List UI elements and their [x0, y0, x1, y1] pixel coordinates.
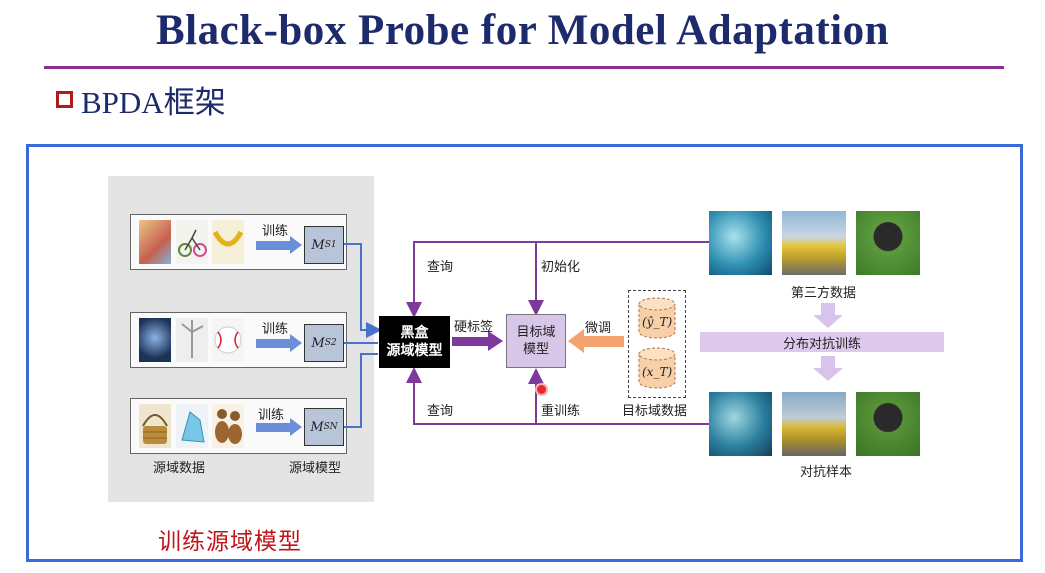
source-model-label: 源域模型	[289, 461, 342, 476]
baseball-icon	[214, 326, 242, 354]
model-symbol: M	[310, 419, 324, 435]
page-title: Black-box Probe for Model Adaptation	[155, 7, 890, 54]
query-top-label: 查询	[427, 260, 454, 275]
model-subscript: SN	[323, 422, 338, 432]
train-source-caption: 训练源域模型	[158, 529, 302, 555]
brain-image	[139, 318, 171, 362]
blackbox-line-1: 黑盒	[400, 325, 429, 341]
bulldog-image	[856, 211, 920, 275]
model-subscript: S1	[324, 240, 337, 250]
adversarial-shark-image	[709, 392, 772, 456]
train-label-1: 训练	[262, 224, 289, 239]
target-model-line-2: 模型	[522, 342, 549, 357]
hard-label-text: 硬标签	[454, 320, 494, 335]
down-arrows	[813, 303, 843, 381]
model-subscript: S2	[324, 338, 337, 348]
basket-icon	[142, 414, 168, 444]
model-symbol: M	[311, 237, 325, 253]
hammock-icon	[212, 230, 244, 247]
sketch-image	[176, 220, 208, 264]
clipart-image	[212, 220, 244, 264]
bicycle-sketch-icon	[178, 229, 207, 257]
taxi-image	[782, 211, 846, 275]
adversarial-training-bar: 分布对抗训练	[700, 332, 944, 352]
query-bottom-label: 查询	[427, 404, 454, 419]
target-domain-model: 目标域 模型	[506, 314, 566, 368]
abstract-object-icon	[181, 411, 205, 443]
title-divider	[44, 66, 1004, 69]
label-cylinder-text: (ŷ_T)	[642, 315, 673, 329]
model-to-blackbox-lines	[344, 243, 382, 428]
square-bullet-icon	[56, 90, 73, 108]
target-model-line-1: 目标域	[516, 325, 556, 340]
label-cylinder-icon	[638, 297, 676, 339]
data-cylinder-icon	[638, 347, 676, 389]
model-symbol: M	[311, 335, 325, 351]
train-arrows	[256, 236, 302, 436]
hard-label-arrow	[452, 331, 503, 351]
init-label: 初始化	[541, 260, 581, 275]
basket-image	[139, 404, 171, 448]
query-lines	[406, 241, 709, 425]
adversarial-taxi-image	[782, 392, 846, 456]
finetune-arrow	[568, 329, 624, 353]
section-heading: BPDA框架	[56, 82, 226, 120]
adversarial-samples-label: 对抗样本	[800, 465, 853, 480]
third-party-label: 第三方数据	[791, 286, 857, 301]
finetune-label: 微调	[585, 321, 612, 336]
train-label-2: 训练	[262, 322, 289, 337]
painting-image	[139, 220, 171, 264]
train-label-n: 训练	[258, 408, 285, 423]
shark-image	[709, 211, 772, 275]
data-cylinder-text: (x_T)	[642, 365, 673, 379]
source-data-label: 源域数据	[153, 461, 206, 476]
teddy-bear-icon	[215, 409, 242, 444]
windmill-icon	[181, 320, 204, 358]
teddy-bear-image	[212, 404, 244, 448]
object-sketch-image	[176, 404, 208, 448]
target-data-label: 目标域数据	[622, 404, 688, 419]
baseball-image	[212, 318, 244, 362]
blackbox-line-2: 源域模型	[386, 343, 443, 359]
section-heading-text: BPDA框架	[81, 84, 226, 120]
target-domain-data-box: (ŷ_T) (x_T)	[628, 290, 686, 398]
retrain-label: 重训练	[541, 404, 581, 419]
windmill-image	[176, 318, 208, 362]
blackbox-source-model: 黑盒 源域模型	[379, 316, 450, 368]
diagram-frame	[26, 144, 1023, 562]
pointer-dot	[537, 385, 546, 394]
adversarial-bulldog-image	[856, 392, 920, 456]
